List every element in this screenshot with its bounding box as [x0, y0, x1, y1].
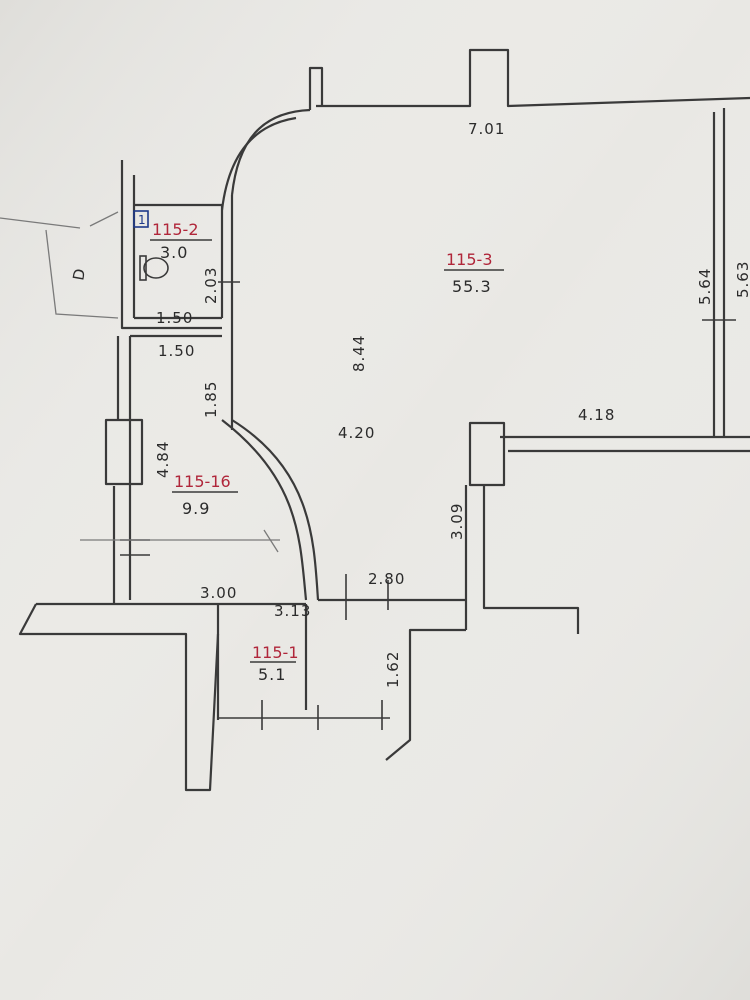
dim-wc-width: 1.50: [156, 309, 193, 327]
room-number: 115-3: [446, 250, 493, 269]
pencil-marks: [0, 211, 280, 553]
walls: [18, 48, 750, 792]
room-115-2: 115-2 3.0: [150, 220, 212, 262]
wc-number-label: 1: [138, 213, 146, 227]
room-115-1: 115-1 5.1: [250, 643, 299, 684]
toilet-icon: [139, 255, 169, 281]
room-number: 115-16: [174, 472, 231, 491]
dim-top: 7.01: [468, 120, 505, 138]
dim-right-inner: 5.64: [696, 268, 714, 305]
room-115-16: 115-16 9.9: [172, 472, 238, 518]
room-number: 115-2: [152, 220, 199, 239]
door-mark-d: D: [69, 266, 89, 281]
dim-bottom-right: 2.80: [368, 570, 405, 588]
dim-hall-height: 4.84: [154, 441, 172, 478]
dim-bottom-left: 3.00: [200, 584, 237, 602]
dim-main-height: 8.44: [350, 335, 368, 372]
dim-right-outer: 5.63: [734, 261, 750, 298]
dim-column-depth: 3.09: [448, 503, 466, 540]
dim-wc-height: 2.03: [202, 267, 220, 304]
room-115-3: 115-3 55.3: [444, 250, 504, 296]
room-area: 55.3: [452, 277, 492, 296]
dim-hall-width: 1.50: [158, 342, 195, 360]
room-area: 9.9: [182, 499, 210, 518]
dim-right-wing: 4.18: [578, 406, 615, 424]
radiator: [104, 418, 144, 486]
dim-entry-width: 3.13: [274, 602, 311, 620]
dim-main-width: 4.20: [338, 424, 375, 442]
dim-hall-depth: 1.85: [202, 381, 220, 418]
dimension-labels: 7.01 5.64 5.63 2.03 1.50 1.50 1.85 8.44 …: [154, 120, 750, 688]
room-number: 115-1: [252, 643, 299, 662]
column: [468, 421, 506, 487]
wc-number-box: 1: [133, 210, 149, 228]
dim-entry-depth: 1.62: [384, 651, 402, 688]
room-area: 5.1: [258, 665, 286, 684]
room-area: 3.0: [160, 243, 188, 262]
